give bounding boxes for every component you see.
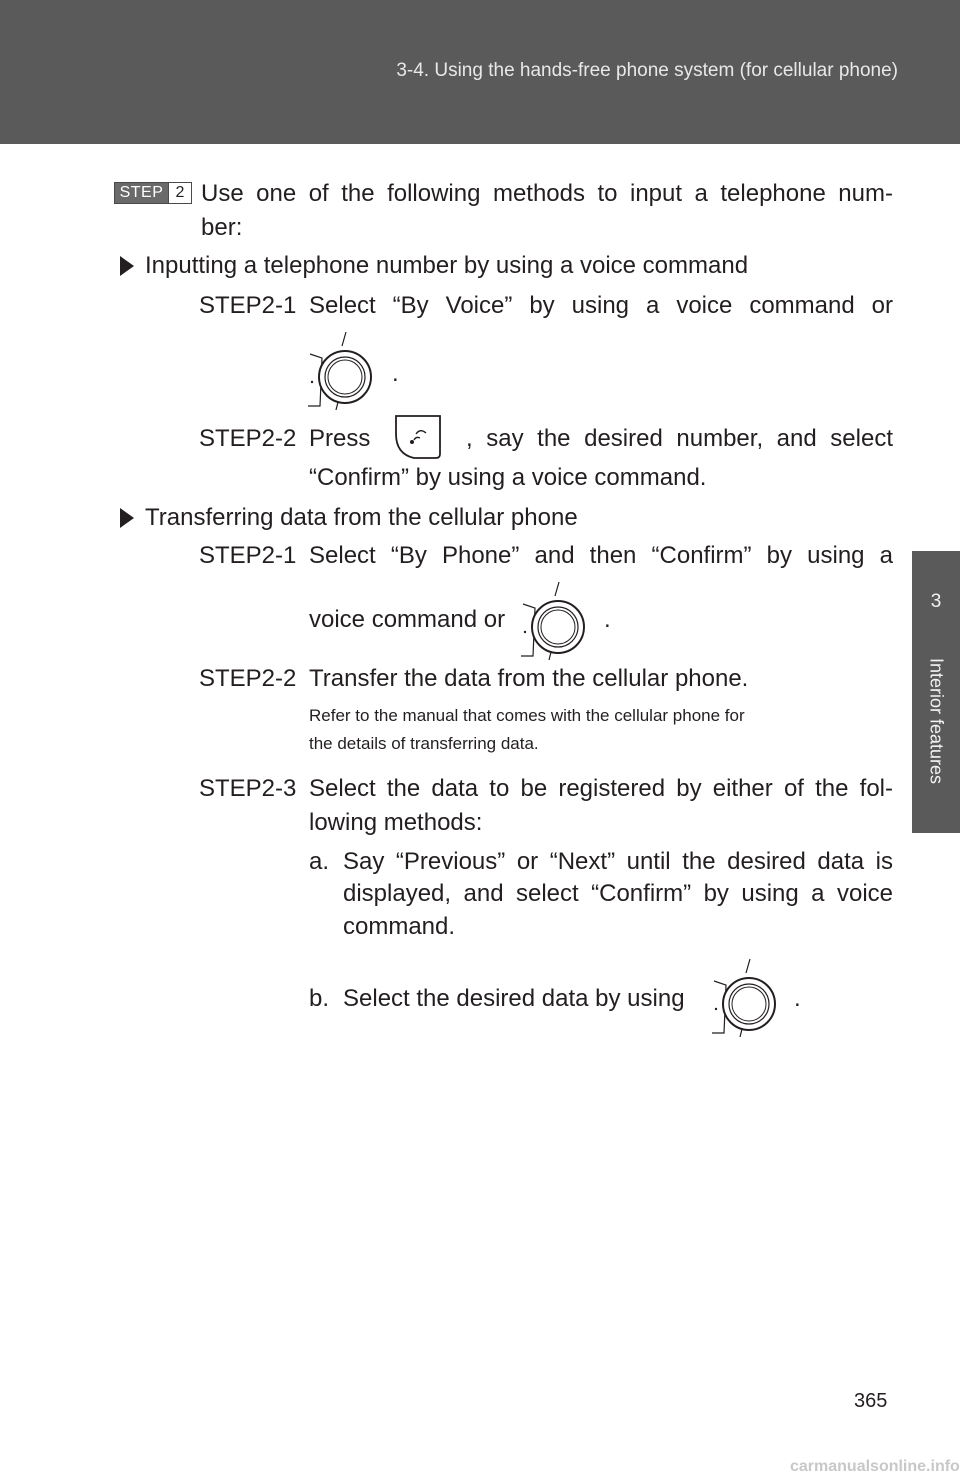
tune-file-knob-icon	[302, 330, 382, 410]
transfer-step2-label: STEP2-2	[199, 665, 297, 692]
voice-step2-label: STEP2-2	[199, 425, 297, 452]
transfer-step1-line2: voice command or	[309, 606, 506, 633]
page-number: 365	[854, 1390, 888, 1412]
voice-step1-line1: Select “By Voice” by using a voice comma…	[309, 292, 893, 319]
voice-step1-label: STEP2-1	[199, 292, 297, 319]
page-header: 3-4. Using the hands-free phone system (…	[0, 0, 960, 144]
step-badge-label: STEP	[119, 184, 164, 201]
option-b-period: .	[794, 985, 801, 1012]
transfer-note-line1: Refer to the manual that comes with the …	[309, 706, 745, 725]
voice-step2-press: Press	[309, 425, 371, 452]
tune-file-knob-icon	[515, 580, 595, 660]
section-title: 3-4. Using the hands-free phone system (…	[396, 60, 898, 81]
option-a-marker: a.	[309, 848, 330, 875]
option-a-line3: command.	[343, 913, 456, 940]
chapter-tab: 3	[912, 551, 960, 833]
voice-step2-line1: , say the desired number, and select	[466, 425, 893, 452]
triangle-bullet-icon	[120, 508, 134, 528]
step-badge: STEP 2	[114, 182, 192, 204]
intro-line-2: ber:	[201, 214, 243, 241]
triangle-bullet-icon	[120, 256, 134, 276]
transfer-heading: Transferring data from the cellular phon…	[145, 504, 578, 531]
voice-step2-line2: “Confirm” by using a voice command.	[309, 464, 707, 491]
intro-line-1: Use one of the following methods to inpu…	[201, 180, 893, 207]
voice-heading: Inputting a telephone number by using a …	[145, 252, 749, 279]
chapter-label-wrap: Interior features	[912, 551, 960, 833]
transfer-note-line2: the details of transferring data.	[309, 734, 539, 753]
talk-switch-icon	[395, 415, 441, 459]
chapter-label: Interior features	[926, 657, 947, 785]
transfer-step1-line1: Select “By Phone” and then “Confirm” by …	[309, 542, 893, 569]
transfer-step1-period: .	[604, 606, 611, 633]
chapter-number: 3	[930, 591, 942, 612]
option-b-marker: b.	[309, 985, 330, 1012]
voice-step1-period: .	[392, 360, 399, 387]
watermark: carmanualsonline.info	[790, 1458, 960, 1475]
option-a-line2: displayed, and select “Confirm” by using…	[343, 880, 893, 907]
option-a-line1: Say “Previous” or “Next” until the desir…	[343, 848, 893, 875]
transfer-step1-label: STEP2-1	[199, 542, 297, 569]
option-b-line1: Select the desired data by using	[343, 985, 685, 1012]
transfer-step3-label: STEP2-3	[199, 775, 297, 802]
transfer-step2-line1: Transfer the data from the cellular phon…	[309, 665, 749, 692]
transfer-step3-line2: lowing methods:	[309, 809, 483, 836]
step-badge-number: 2	[168, 183, 191, 203]
tune-file-knob-icon	[706, 957, 786, 1037]
transfer-step3-line1: Select the data to be registered by eith…	[309, 775, 893, 802]
